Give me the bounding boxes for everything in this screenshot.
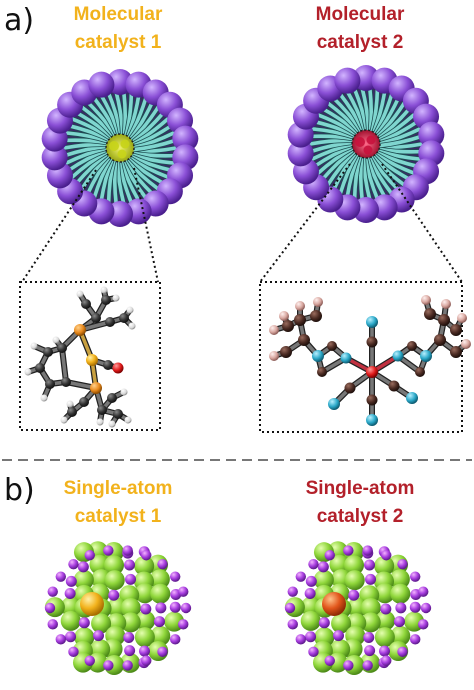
single-atom <box>322 592 346 616</box>
zoom-box-2 <box>259 281 463 433</box>
single-atom <box>80 592 104 616</box>
cluster-purple-atoms <box>44 545 192 671</box>
single-atom-catalyst-1-title-line1: Single-atom <box>64 478 173 499</box>
zoom-lines-1 <box>21 167 159 283</box>
surfactant-tails <box>61 89 179 207</box>
molecular-catalyst-1-title-line1: Molecular <box>74 4 163 25</box>
active-site <box>105 133 135 163</box>
micelle-1 <box>41 69 199 227</box>
atoms <box>24 286 136 428</box>
molecule-2-structure <box>269 295 471 426</box>
single-atom-catalyst-2-title-line2: catalyst 2 <box>317 506 404 527</box>
micelle-2 <box>287 65 445 223</box>
single-atom-catalyst-1-title-line2: catalyst 1 <box>75 506 162 527</box>
panel-a-label: a) <box>4 3 34 38</box>
molecular-catalyst-2-title-line2: catalyst 2 <box>317 32 404 53</box>
cluster-purple-atoms <box>284 545 432 671</box>
active-site <box>351 129 381 159</box>
nanocluster-2 <box>284 541 432 675</box>
surfactant-heads <box>287 65 445 223</box>
molecular-catalyst-1-title-line2: catalyst 1 <box>75 32 162 53</box>
panel-b-label: b) <box>4 473 35 508</box>
zoom-lines-2 <box>259 163 463 283</box>
surfactant-tails <box>307 85 425 203</box>
molecule-1-structure <box>24 286 136 428</box>
atoms <box>269 295 471 426</box>
single-atom-catalyst-2-title-line1: Single-atom <box>306 478 415 499</box>
zoom-box-1 <box>19 281 161 431</box>
surfactant-heads <box>41 69 199 227</box>
molecular-catalyst-2-title-line1: Molecular <box>316 4 405 25</box>
nanocluster-1 <box>44 541 192 675</box>
